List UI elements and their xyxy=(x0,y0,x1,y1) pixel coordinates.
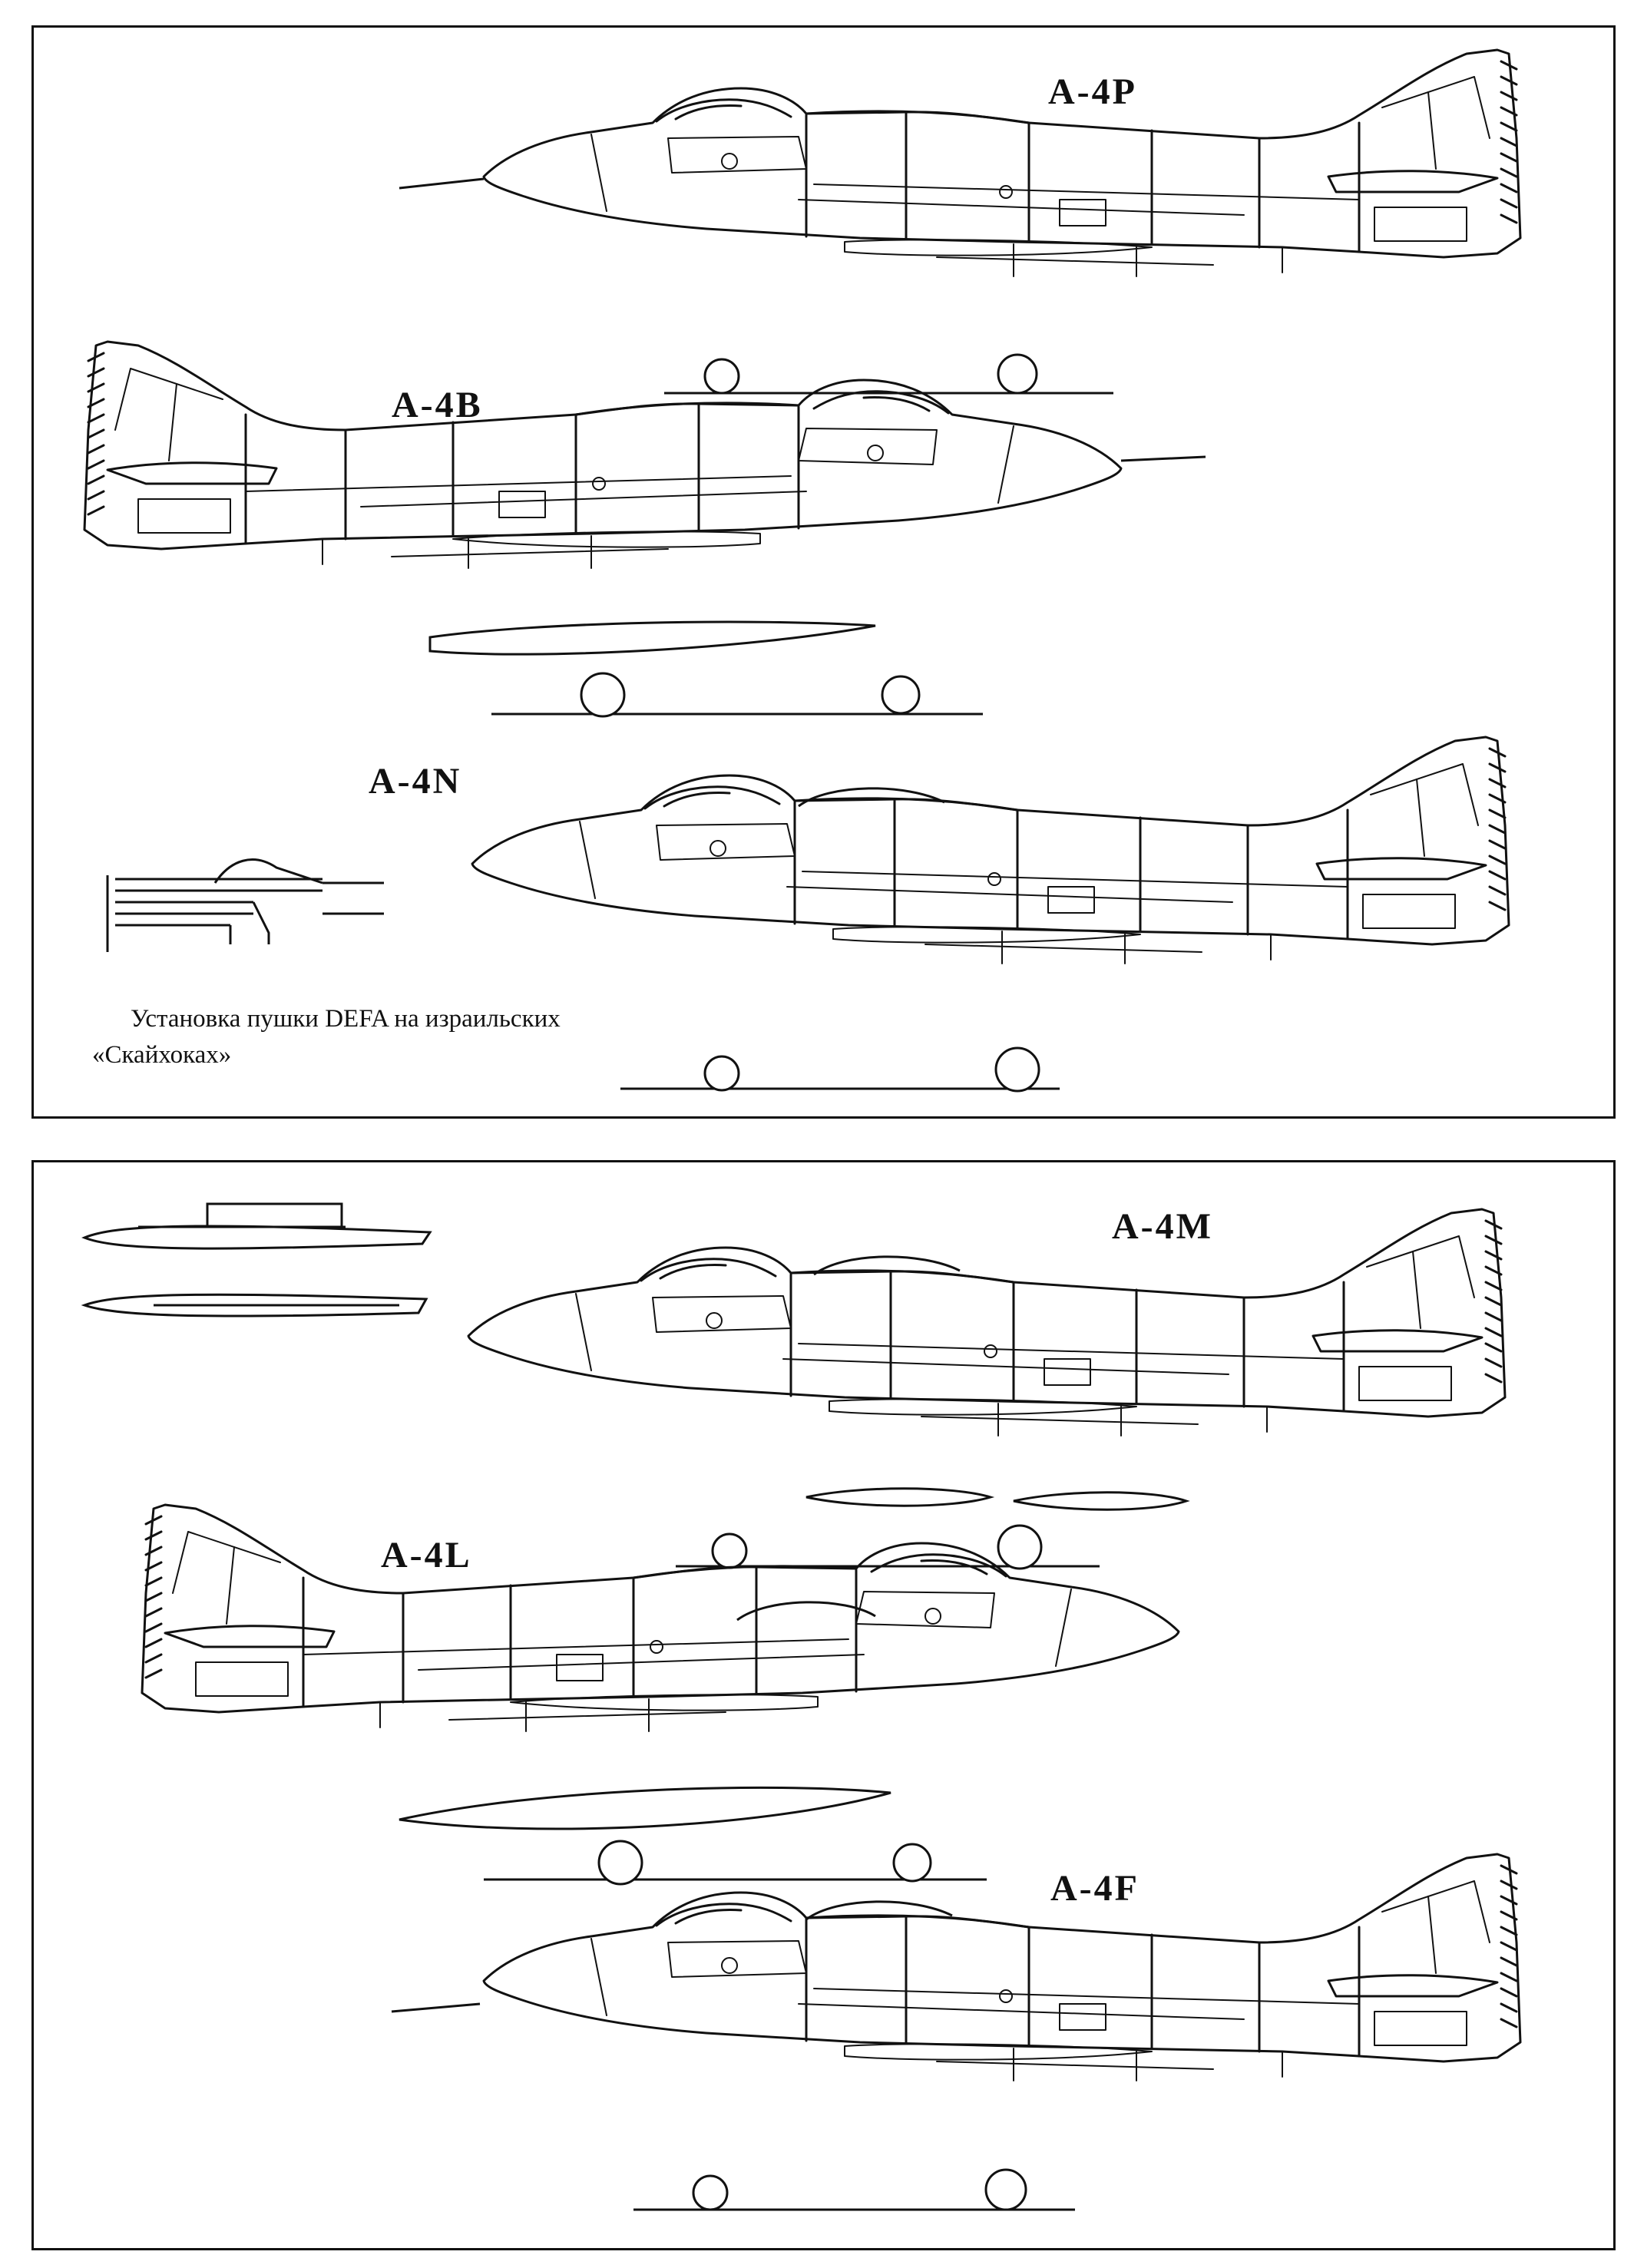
wheel xyxy=(997,353,1038,395)
wheel xyxy=(703,358,740,395)
wheel xyxy=(703,1055,740,1092)
label-a4m: A-4M xyxy=(1112,1206,1213,1247)
label-a4f: A-4F xyxy=(1050,1868,1140,1909)
label-a4p: A-4P xyxy=(1048,71,1137,112)
defa-cannon-detail xyxy=(106,858,384,952)
aircraft-a4n xyxy=(471,736,1510,1093)
wheel xyxy=(711,1532,748,1569)
wheel xyxy=(994,1046,1040,1093)
wheel xyxy=(984,2168,1027,2211)
top-panel xyxy=(31,25,1616,1119)
defa-caption-line1: Установка пушки DEFA на израильских xyxy=(131,1005,561,1033)
wheel xyxy=(881,675,921,715)
wheel xyxy=(597,1840,643,1886)
defa-caption-line2: «Скайхоках» xyxy=(92,1041,232,1069)
aircraft-a4m xyxy=(467,1208,1507,1570)
label-a4l: A-4L xyxy=(381,1535,472,1575)
aircraft-a4b xyxy=(83,340,1206,718)
wheel xyxy=(892,1843,932,1883)
aircraft-a4p xyxy=(399,48,1522,395)
stores-detail xyxy=(81,1202,432,1317)
aircraft-a4f xyxy=(391,1853,1522,2211)
label-a4b: A-4B xyxy=(392,385,483,425)
wheel xyxy=(580,672,626,718)
label-a4n: A-4N xyxy=(369,761,462,802)
wheel xyxy=(692,2174,729,2211)
wheel xyxy=(997,1524,1043,1570)
aircraft-a4l xyxy=(141,1503,1180,1886)
bottom-panel xyxy=(31,1160,1616,2250)
